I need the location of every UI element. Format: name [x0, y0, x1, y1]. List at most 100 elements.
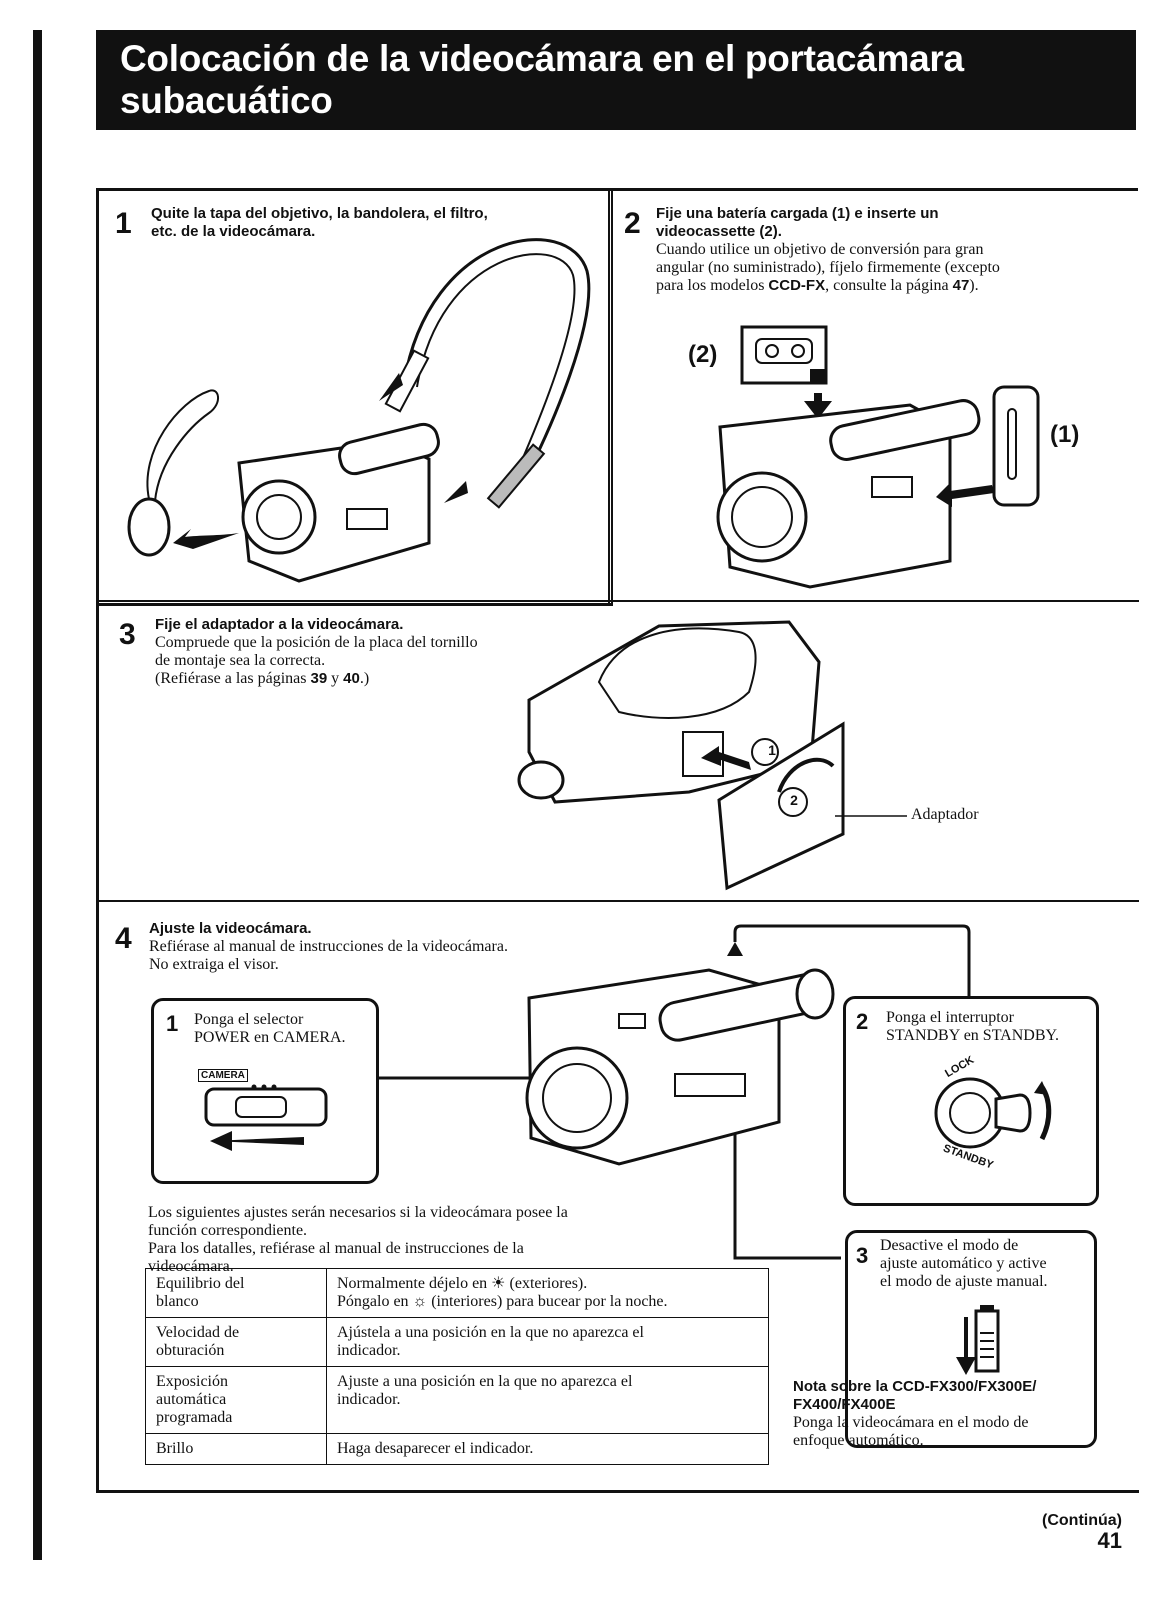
substep-3-box: 3 Desactive el modo de ajuste automático…	[845, 1230, 1097, 1448]
step-2-body-3: para los modelos CCD-FX, consulte la pág…	[656, 277, 1000, 295]
table-key-line: programada	[156, 1409, 233, 1426]
step-4-body-1: Refiérase al manual de instrucciones de …	[149, 938, 508, 955]
continue-label: (Continúa)	[1042, 1512, 1122, 1529]
substep-2-text: Ponga el interruptor STANDBY en STANDBY.	[886, 1009, 1059, 1045]
substep-1-line-1: Ponga el selector	[194, 1011, 304, 1028]
step-2-model-ref: CCD-FX	[768, 277, 826, 294]
table-key-line: blanco	[156, 1293, 199, 1310]
manual-mode-switch-icon[interactable]	[848, 1233, 1094, 1445]
step-4-panel: 4 Ajuste la videocámara. Refiérase al ma…	[96, 900, 1139, 1493]
substep-3-text: Desactive el modo de ajuste automático y…	[880, 1237, 1048, 1291]
table-value-line: indicador.	[337, 1342, 401, 1359]
step-3-marker-1: 1	[768, 742, 776, 758]
page-number: 41	[1097, 1528, 1122, 1553]
substep-2-line-1: Ponga el interruptor	[886, 1009, 1014, 1026]
page-title-bar: Colocación de la videocámara en el porta…	[96, 30, 1136, 130]
substep-2-box: 2 Ponga el interruptor STANDBY en STANDB…	[843, 996, 1099, 1206]
model-note: Nota sobre la CCD-FX300/FX300E/ FX400/FX…	[793, 1378, 1036, 1450]
step-3-number: 3	[119, 618, 136, 651]
step-2-body-1: Cuando utilice un objetivo de conversión…	[656, 241, 984, 258]
step-3-page-ref-2[interactable]: 40	[343, 670, 360, 687]
step-2-body-3-end: ).	[969, 277, 979, 294]
power-switch-icon[interactable]	[154, 1001, 376, 1181]
step-1-camera-illustration	[127, 238, 591, 583]
substep-1-text: Ponga el selector POWER en CAMERA.	[194, 1011, 346, 1047]
step-3-instruction: Fije el adaptador a la videocámara. Comp…	[155, 616, 478, 688]
step-3-ref-end: .)	[359, 670, 370, 687]
page-footer: (Continúa) 41	[1042, 1512, 1122, 1552]
cassette-label: (2)	[688, 341, 718, 368]
step-4-instruction: Ajuste la videocámara. Refiérase al manu…	[149, 920, 508, 974]
table-value-line: Haga desaparecer el indicador.	[337, 1440, 534, 1457]
step-2-panel: 2 Fije una batería cargada (1) e inserte…	[608, 188, 1138, 603]
table-value-cell: Ajuste a una posición en la que no apare…	[326, 1366, 769, 1434]
table-key-line: Velocidad de	[156, 1324, 240, 1341]
camera-switch-label: CAMERA	[198, 1069, 248, 1082]
table-value-line: Ajústela a una posición en la que no apa…	[337, 1324, 644, 1341]
step-3-body-2: de montaje sea la correcta.	[155, 652, 326, 669]
substep-1-number: 1	[166, 1011, 179, 1036]
model-note-body-2: enfoque automático.	[793, 1432, 924, 1449]
table-key-line: Equilibrio del	[156, 1275, 245, 1292]
substep-1-box: 1 Ponga el selector POWER en CAMERA. CAM…	[151, 998, 379, 1184]
table-value-cell: Normalmente déjelo en ☀ (exteriores).Pón…	[326, 1268, 769, 1318]
step-2-heading-1: Fije una batería cargada (1) e inserte u…	[656, 205, 939, 222]
step-4-number: 4	[115, 922, 132, 955]
step-4-body-2: No extraiga el visor.	[149, 956, 279, 973]
substep-3-line-2: ajuste automático y active	[880, 1255, 1047, 1272]
settings-note-line-2: función correspondiente.	[148, 1222, 308, 1239]
substep-1-line-2: POWER en CAMERA.	[194, 1029, 346, 1046]
adapter-label: Adaptador	[911, 806, 979, 823]
step-1-panel: 1 Quite la tapa del objetivo, la bandole…	[96, 188, 613, 606]
model-note-body-1: Ponga la videocámara en el modo de	[793, 1414, 1029, 1431]
step-3-ref-mid: y	[327, 670, 344, 687]
step-2-number: 2	[624, 207, 641, 240]
step-3-body-1: Compruede que la posición de la placa de…	[155, 634, 478, 651]
step-3-heading: Fije el adaptador a la videocámara.	[155, 616, 404, 633]
table-value-line: Normalmente déjelo en ☀ (exteriores).	[337, 1275, 588, 1292]
table-key-line: Brillo	[156, 1440, 194, 1457]
model-note-title-1: Nota sobre la CCD-FX300/FX300E/	[793, 1378, 1037, 1395]
step-2-body-3-mid: , consulte la página	[825, 277, 953, 294]
step-3-ref: (Refiérase a las páginas 39 y 40.)	[155, 670, 478, 688]
substep-3-line-3: el modo de ajuste manual.	[880, 1273, 1048, 1290]
step-2-body-2: angular (no suministrado), fíjelo firmem…	[656, 259, 1000, 276]
step-1-number: 1	[115, 207, 132, 240]
settings-note: Los siguientes ajustes serán necesarios …	[148, 1204, 568, 1276]
step-2-instruction: Fije una batería cargada (1) e inserte u…	[656, 205, 1000, 295]
substep-3-number: 3	[856, 1243, 869, 1268]
step-3-panel: 3 Fije el adaptador a la videocámara. Co…	[96, 600, 1139, 902]
step-3-marker-2: 2	[790, 792, 798, 808]
settings-note-line-3: Para los datalles, refiérase al manual d…	[148, 1240, 524, 1257]
table-key-line: obturación	[156, 1342, 225, 1359]
page-title: Colocación de la videocámara en el porta…	[120, 38, 964, 121]
table-row: Brillo Haga desaparecer el indicador.	[145, 1433, 769, 1465]
substep-2-line-2: STANDBY en STANDBY.	[886, 1027, 1060, 1044]
step-1-line-1: Quite la tapa del objetivo, la bandolera…	[151, 205, 488, 222]
step-2-body-3-pre: para los modelos	[656, 277, 769, 294]
step-4-heading: Ajuste la videocámara.	[149, 920, 312, 937]
substep-2-number: 2	[856, 1009, 869, 1034]
battery-label: (1)	[1050, 421, 1080, 448]
standby-dial-icon[interactable]	[846, 999, 1096, 1203]
table-key-line: automática	[156, 1391, 227, 1408]
step-3-page-ref-1[interactable]: 39	[310, 670, 328, 687]
table-value-line: Póngalo en ☼ (interiores) para bucear po…	[337, 1293, 668, 1310]
step-4-camera-illustration	[375, 924, 971, 1260]
step-2-heading-2: videocassette (2).	[656, 223, 782, 240]
table-value-line: Ajuste a una posición en la que no apare…	[337, 1373, 633, 1390]
substep-3-line-1: Desactive el modo de	[880, 1237, 1019, 1254]
step-1-line-2: etc. de la videocámara.	[151, 223, 316, 240]
step-3-adapter-illustration	[517, 620, 907, 891]
table-key-cell: Brillo	[145, 1433, 327, 1465]
step-1-instruction: Quite la tapa del objetivo, la bandolera…	[151, 205, 488, 241]
table-value-line: indicador.	[337, 1391, 401, 1408]
step-3-ref-pre: (Refiérase a las páginas	[155, 670, 311, 687]
step-2-page-ref[interactable]: 47	[952, 277, 970, 294]
